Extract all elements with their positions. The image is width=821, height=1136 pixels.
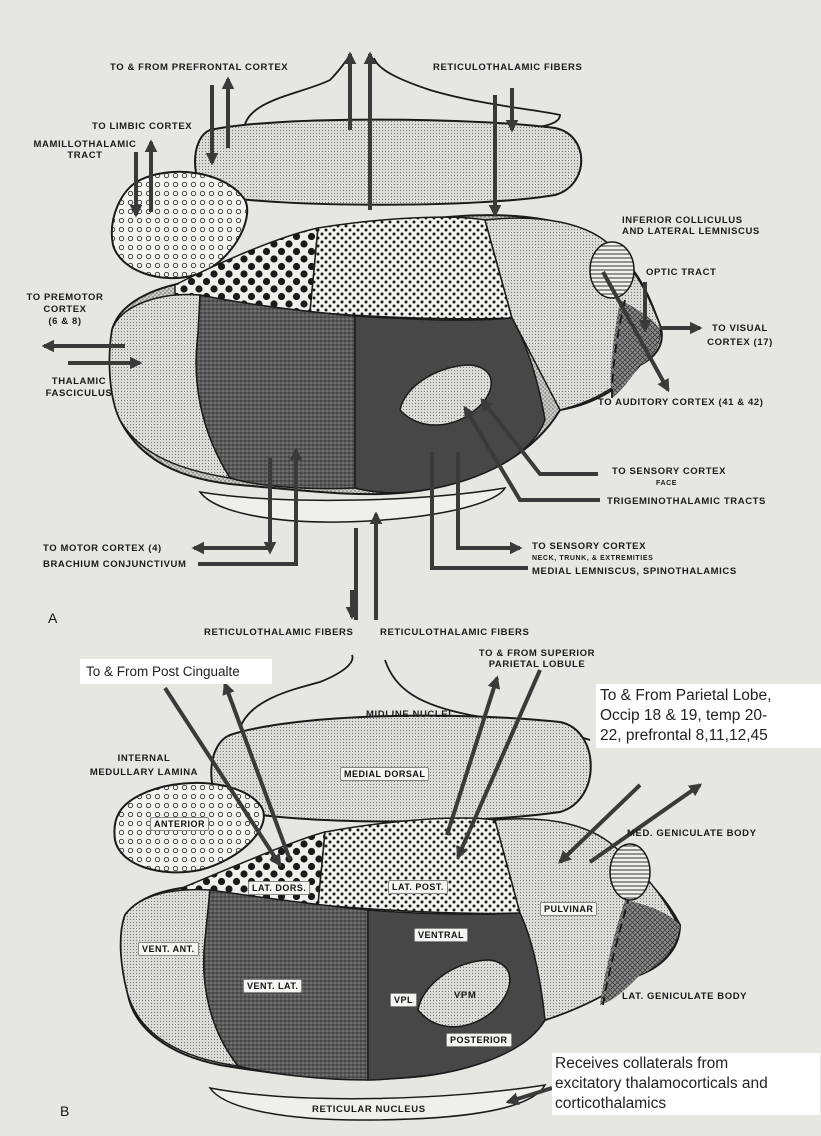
label-lat-dors: LAT. DORS. [248, 881, 311, 895]
label-premotor-line3: (6 & 8) [48, 316, 82, 327]
label-vent-ant: VENT. ANT. [138, 942, 199, 956]
label-premotor-line2: CORTEX [43, 304, 87, 315]
label-motor: TO MOTOR CORTEX (4) [43, 543, 162, 554]
label-collaterals-line3: corticothalamics [555, 1095, 667, 1112]
label-collaterals-line2: excitatory thalamocorticals and [555, 1075, 768, 1092]
label-mamillothalamic-line1: MAMILLOTHALAMIC [33, 139, 137, 150]
label-thalamic-fasciculus-line2: FASCICULUS [45, 388, 113, 399]
label-post-cingulate: To & From Post Cingualte [80, 659, 272, 684]
label-reticulothalamic-a: RETICULOTHALAMIC FIBERS [433, 62, 583, 73]
lateral-posterior-a [309, 216, 513, 320]
label-visual: TO VISUAL CORTEX (17) [700, 322, 780, 350]
label-prefrontal: TO & FROM PREFRONTAL CORTEX [110, 62, 289, 73]
label-visual-line1: TO VISUAL [712, 323, 768, 334]
label-lat-post: LAT. POST. [388, 880, 448, 894]
label-mamillothalamic: MAMILLOTHALAMIC TRACT [30, 139, 140, 161]
label-parietal-lobe-line1: To & From Parietal Lobe, [600, 687, 772, 704]
label-optic-tract: OPTIC TRACT [646, 267, 717, 278]
lateral-geniculate-b [600, 900, 680, 1005]
label-limbic: TO LIMBIC CORTEX [92, 121, 193, 132]
label-superior-parietal-line2: PARIETAL LOBULE [488, 659, 586, 670]
label-premotor-line1: TO PREMOTOR [26, 292, 104, 303]
label-anterior: ANTERIOR [150, 817, 209, 831]
label-midline-nuclei: MIDLINE NUCLEI [366, 709, 452, 720]
panel-a [41, 51, 703, 620]
label-reticular-nucleus: RETICULAR NUCLEUS [312, 1104, 426, 1115]
panel-b-letter: B [60, 1103, 70, 1119]
label-inferior-colliculus-line2: AND LATERAL LEMNISCUS [622, 226, 760, 237]
label-visual-line2: CORTEX (17) [707, 337, 773, 348]
label-inferior-colliculus: INFERIOR COLLICULUS AND LATERAL LEMNISCU… [622, 215, 760, 237]
label-sensory-face: TO SENSORY CORTEX FACE [612, 466, 726, 489]
label-parietal-lobe: To & From Parietal Lobe, Occip 18 & 19, … [596, 684, 821, 748]
label-collaterals: Receives collaterals from excitatory tha… [552, 1053, 820, 1115]
label-mamillothalamic-line2: TRACT [67, 150, 103, 161]
label-collaterals-line1: Receives collaterals from [555, 1055, 729, 1072]
label-ventral: VENTRAL [414, 928, 468, 942]
label-sensory-body-line2: NECK, TRUNK, & EXTREMITIES [532, 555, 654, 562]
label-reticulothalamic-b-left: RETICULOTHALAMIC FIBERS [204, 627, 354, 638]
label-auditory: TO AUDITORY CORTEX (41 & 42) [598, 397, 764, 408]
label-superior-parietal: TO & FROM SUPERIOR PARIETAL LOBULE [462, 648, 612, 670]
label-lat-geniculate: LAT. GENICULATE BODY [622, 991, 748, 1002]
label-internal-lamina-line2: MEDULLARY LAMINA [89, 767, 199, 778]
label-vent-lat: VENT. LAT. [243, 979, 303, 993]
lateral-posterior-b [317, 817, 521, 915]
label-premotor: TO PREMOTOR CORTEX (6 & 8) [20, 292, 110, 328]
ventral-lateral-a [195, 294, 356, 490]
label-trigeminothalamic: TRIGEMINOTHALAMIC TRACTS [607, 496, 766, 507]
label-parietal-lobe-line2: Occip 18 & 19, temp 20- [600, 707, 768, 724]
label-posterior: POSTERIOR [446, 1033, 512, 1047]
medial-geniculate-a [589, 241, 635, 299]
label-brachium: BRACHIUM CONJUNCTIVUM [43, 559, 187, 570]
label-reticulothalamic-b-right: RETICULOTHALAMIC FIBERS [380, 627, 530, 638]
label-sensory-body: TO SENSORY CORTEX NECK, TRUNK, & EXTREMI… [532, 541, 653, 564]
vpm-b [417, 959, 511, 1028]
label-pulvinar: PULVINAR [540, 902, 598, 916]
label-med-geniculate: MED. GENICULATE BODY [627, 828, 757, 839]
label-vpl: VPL [390, 993, 418, 1007]
label-internal-lamina: INTERNAL MEDULLARY LAMINA [74, 752, 214, 780]
label-medial-lemniscus: MEDIAL LEMNISCUS, SPINOTHALAMICS [532, 566, 737, 577]
panel-a-letter: A [48, 610, 58, 626]
label-sensory-face-line1: TO SENSORY CORTEX [612, 466, 727, 477]
label-inferior-colliculus-line1: INFERIOR COLLICULUS [622, 215, 743, 226]
label-medial-dorsal: MEDIAL DORSAL [340, 767, 430, 781]
medial-dorsal-a [194, 118, 583, 206]
label-internal-lamina-line1: INTERNAL [117, 753, 171, 764]
label-parietal-lobe-line3: 22, prefrontal 8,11,12,45 [600, 727, 768, 744]
label-vpm: VPM [454, 990, 477, 1001]
label-sensory-body-line1: TO SENSORY CORTEX [532, 541, 647, 552]
label-thalamic-fasciculus-line1: THALAMIC [51, 376, 107, 387]
reticular-nucleus-a [198, 486, 507, 523]
label-superior-parietal-line1: TO & FROM SUPERIOR [478, 648, 596, 659]
medial-geniculate-b [609, 843, 651, 901]
label-thalamic-fasciculus: THALAMIC FASCICULUS [34, 376, 124, 400]
label-sensory-face-line2: FACE [656, 480, 678, 487]
